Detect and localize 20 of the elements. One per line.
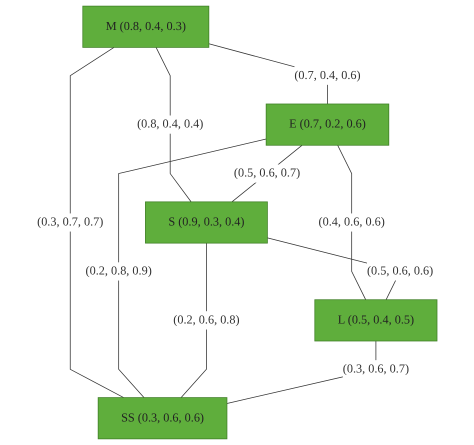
edge-label: (0.2, 0.8, 0.9): [85, 264, 152, 278]
connector: [232, 144, 302, 202]
node-box: L (0.5, 0.4, 0.5): [314, 299, 438, 342]
connector: [337, 144, 366, 300]
connector: [118, 138, 266, 398]
edge-label: (0.5, 0.6, 0.7): [234, 166, 300, 180]
edge-label: (0.2, 0.6, 0.8): [173, 313, 240, 326]
edge-label: (0.5, 0.6, 0.6): [366, 264, 434, 278]
edge-label: (0.3, 0.7, 0.7): [37, 216, 104, 229]
node-box: M (0.8, 0.4, 0.3): [82, 6, 210, 48]
edge-label: (0.7, 0.4, 0.6): [294, 68, 361, 82]
connector: [156, 47, 192, 202]
edge-label: (0.4, 0.6, 0.6): [318, 216, 385, 229]
node-box: E (0.7, 0.2, 0.6): [266, 104, 390, 146]
connector: [180, 242, 207, 398]
node-box: SS (0.3, 0.6, 0.6): [98, 397, 228, 440]
edge-label: (0.3, 0.6, 0.7): [342, 362, 409, 376]
connector: [70, 47, 124, 398]
edge-label: (0.8, 0.4, 0.4): [137, 118, 204, 131]
node-box: S (0.9, 0.3, 0.4): [144, 201, 268, 244]
